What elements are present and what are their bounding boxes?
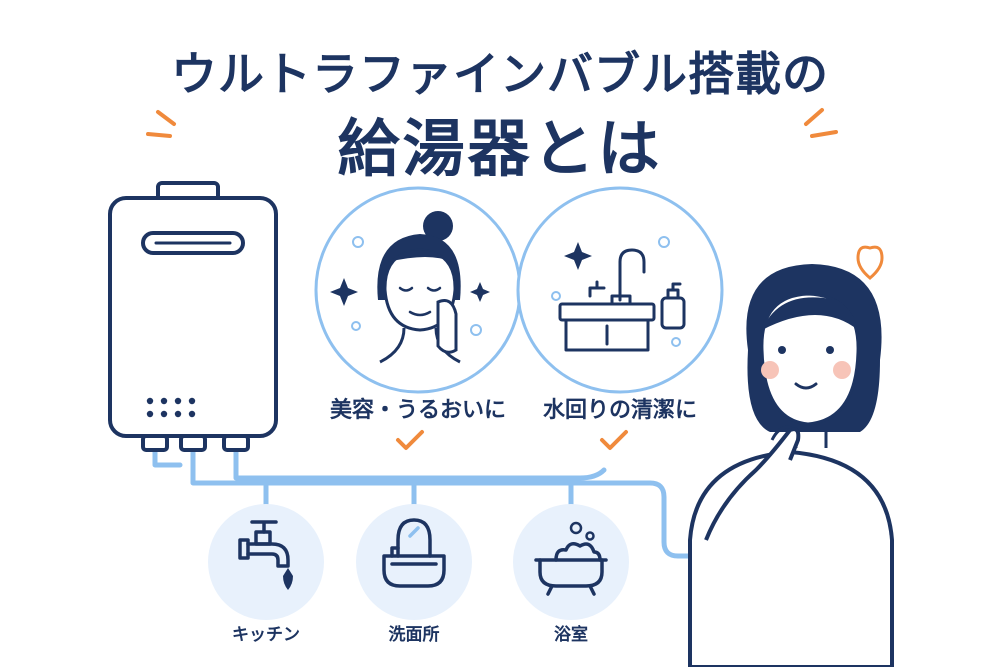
clean-sink-icon xyxy=(558,248,686,352)
sparkle-icon xyxy=(564,242,592,270)
place-circle-washroom xyxy=(356,504,472,620)
bubble-dots xyxy=(569,521,595,541)
bubble-dots xyxy=(351,236,482,336)
sparkle-icon xyxy=(330,278,490,306)
place-circle-bathroom xyxy=(513,504,629,620)
benefit-label-clean: 水回りの清潔に xyxy=(542,398,697,423)
benefit-circle-beauty xyxy=(314,186,522,394)
face-care-icon xyxy=(377,211,461,364)
water-heater xyxy=(108,181,278,452)
heart-icon xyxy=(856,245,884,280)
woman-thinking-illustration xyxy=(688,245,894,667)
heater-control-dots xyxy=(146,397,196,418)
bathtub-icon xyxy=(534,542,608,596)
place-label-bathroom: 浴室 xyxy=(554,625,588,645)
title-line1: ウルトラファインバブル搭載の xyxy=(171,47,829,101)
title-accent-right xyxy=(804,108,838,138)
benefit-circle-clean xyxy=(516,186,724,394)
title-accent-left xyxy=(146,110,176,138)
place-label-washroom: 洗面所 xyxy=(388,625,440,645)
benefit-label-beauty: 美容・うるおいに xyxy=(329,398,506,423)
place-label-kitchen: キッチン xyxy=(232,625,300,645)
bubble-dots xyxy=(551,236,681,347)
washbasin-icon xyxy=(382,518,446,588)
check-icon xyxy=(396,430,628,450)
kitchen-faucet-icon xyxy=(238,520,290,568)
place-circle-kitchen xyxy=(208,504,324,620)
water-pipes xyxy=(152,447,693,559)
title-line2: 給湯器とは xyxy=(337,112,663,185)
water-drop-icon xyxy=(283,568,293,590)
